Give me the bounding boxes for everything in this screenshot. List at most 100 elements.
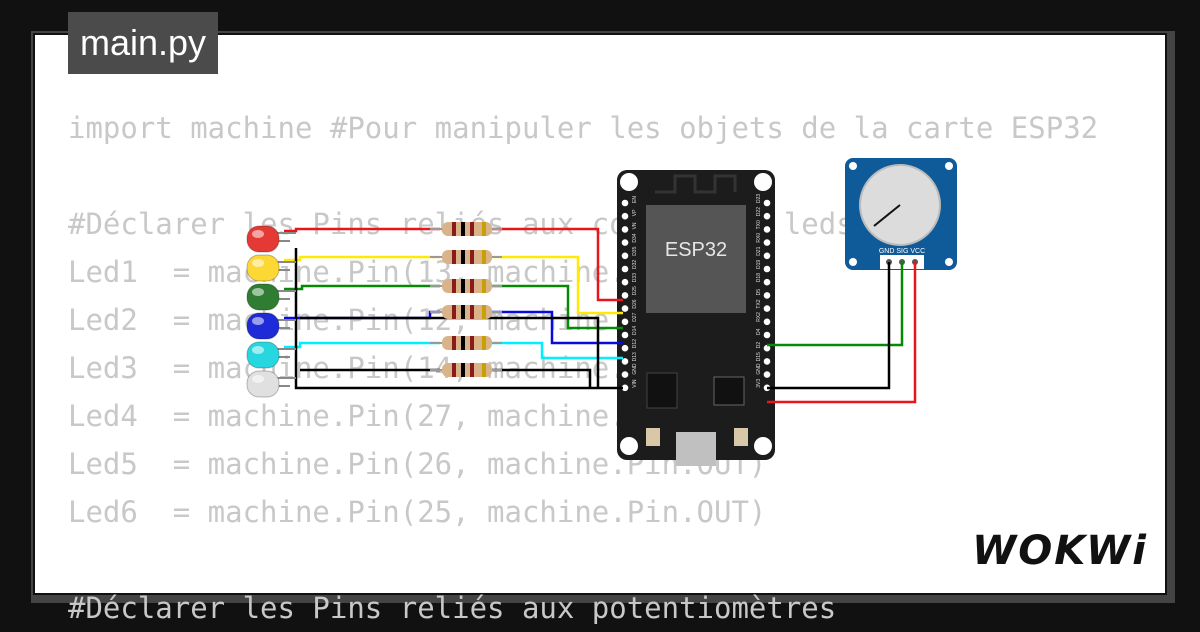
led-highlight bbox=[252, 346, 264, 354]
wire bbox=[767, 262, 891, 390]
potentiometer[interactable]: GND SIG VCC bbox=[845, 158, 957, 270]
resistors bbox=[430, 222, 502, 377]
resistor-band bbox=[482, 222, 486, 236]
led-highlight bbox=[252, 230, 264, 238]
pin-label: D13 bbox=[632, 352, 638, 361]
wire bbox=[284, 341, 440, 349]
pin-label: D14 bbox=[632, 326, 638, 335]
wire bbox=[492, 284, 623, 330]
esp32-board[interactable]: ESP32 ENVPVND34D35D32D33D25D26D27D14D12D… bbox=[617, 170, 775, 466]
boot-button[interactable] bbox=[734, 428, 748, 446]
pin-hole bbox=[621, 384, 629, 392]
led bbox=[246, 312, 280, 340]
pin-label: TX2 bbox=[756, 299, 762, 308]
pin-label: D33 bbox=[632, 273, 638, 282]
pin-label: D32 bbox=[632, 260, 638, 269]
voltage-regulator bbox=[646, 372, 678, 409]
pin-label: GND bbox=[756, 363, 762, 375]
pin-hole bbox=[763, 278, 771, 286]
led-highlight bbox=[252, 259, 264, 267]
wire bbox=[294, 248, 623, 390]
pin-hole bbox=[763, 265, 771, 273]
wifi-module-shield bbox=[646, 205, 746, 313]
reset-button[interactable] bbox=[646, 428, 660, 446]
resistor-band bbox=[452, 305, 456, 319]
code-line[interactable]: Led6 = machine.Pin(25, machine.Pin.OUT) bbox=[68, 495, 767, 529]
resistor-band bbox=[452, 336, 456, 350]
board-label: ESP32 bbox=[665, 239, 727, 261]
pin-label: D12 bbox=[632, 339, 638, 348]
resistor-band bbox=[470, 279, 474, 293]
pin-hole bbox=[621, 318, 629, 326]
pin-hole bbox=[621, 265, 629, 273]
resistor-band bbox=[470, 305, 474, 319]
resistor-band bbox=[452, 363, 456, 377]
pin-hole bbox=[763, 239, 771, 246]
pin-hole bbox=[621, 331, 629, 339]
pin-label: D34 bbox=[632, 233, 638, 242]
usb-chip bbox=[713, 376, 745, 406]
pin-label: GND bbox=[632, 363, 638, 375]
pin-hole bbox=[763, 344, 771, 352]
pin-hole bbox=[621, 344, 629, 352]
led bbox=[246, 370, 280, 398]
resistor-band bbox=[470, 250, 474, 264]
pin-hole bbox=[621, 305, 629, 312]
wires bbox=[284, 227, 917, 404]
leds bbox=[246, 225, 296, 398]
pin-hole bbox=[763, 305, 771, 312]
pin-label: D19 bbox=[756, 260, 762, 269]
antenna-trace bbox=[655, 174, 737, 194]
resistor-band bbox=[452, 222, 456, 236]
led bbox=[246, 254, 280, 282]
pin-hole bbox=[621, 226, 629, 233]
pin-hole bbox=[621, 212, 629, 220]
resistor-band bbox=[461, 250, 465, 264]
resistor-band bbox=[452, 250, 456, 264]
code-line[interactable]: Led5 = machine.Pin(26, machine.Pin.OUT) bbox=[68, 447, 767, 481]
wire bbox=[767, 262, 904, 347]
pin-hole bbox=[621, 371, 629, 378]
pin-label: D26 bbox=[632, 299, 638, 308]
left-pin-header: ENVPVND34D35D32D33D25D26D27D14D12D13GNDV… bbox=[621, 196, 638, 392]
pin-label: D4 bbox=[756, 328, 762, 335]
pin-hole bbox=[763, 358, 771, 365]
pin-hole bbox=[621, 239, 629, 246]
led bbox=[246, 283, 280, 311]
code-line[interactable]: #Déclarer les Pins reliés aux potentiomè… bbox=[68, 591, 837, 625]
wire bbox=[767, 262, 917, 404]
pin-label: VP bbox=[632, 209, 638, 216]
file-tab[interactable]: main.py bbox=[68, 12, 219, 74]
pin-label: D27 bbox=[632, 312, 638, 321]
pin-label: RX2 bbox=[756, 312, 762, 322]
resistor-band bbox=[461, 279, 465, 293]
pin-label: D2 bbox=[756, 342, 762, 349]
pin-label: D15 bbox=[756, 352, 762, 361]
pin-hole bbox=[763, 331, 771, 339]
resistor-band bbox=[461, 363, 465, 377]
wire bbox=[300, 316, 600, 388]
wokwi-logo: WOKWi bbox=[972, 528, 1148, 574]
led-highlight bbox=[252, 288, 264, 296]
pin-label: RX0 bbox=[756, 233, 762, 243]
wire bbox=[284, 255, 440, 262]
pin-hole bbox=[763, 371, 771, 378]
pin-label: TX0 bbox=[756, 220, 762, 229]
usb-port bbox=[676, 432, 716, 466]
pin-hole bbox=[621, 252, 629, 260]
led-highlight bbox=[252, 375, 264, 383]
pin-label: D25 bbox=[632, 286, 638, 295]
pin-hole bbox=[763, 292, 771, 299]
resistor-band bbox=[482, 363, 486, 377]
pin-hole bbox=[763, 252, 771, 260]
code-line[interactable]: import machine #Pour manipuler les objet… bbox=[68, 111, 1099, 145]
pin-label: VN bbox=[632, 222, 638, 229]
wire bbox=[492, 341, 623, 360]
pin-label: EN bbox=[632, 196, 638, 203]
resistor-band bbox=[461, 336, 465, 350]
pin-label: D18 bbox=[756, 273, 762, 282]
resistor-band bbox=[461, 305, 465, 319]
pin-hole bbox=[621, 292, 629, 299]
resistor-band bbox=[482, 336, 486, 350]
